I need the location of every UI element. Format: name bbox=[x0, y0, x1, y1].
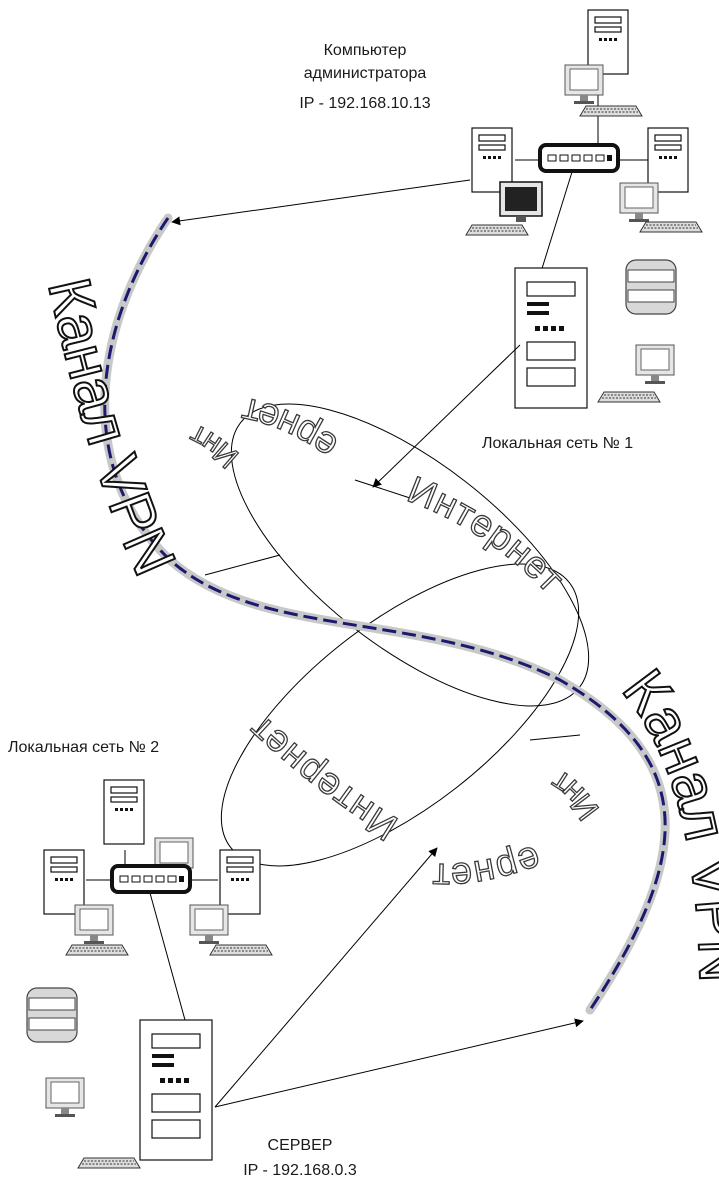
internet-label-top-left: Инт bbox=[184, 417, 245, 474]
keyboard-right bbox=[640, 222, 702, 232]
monitor-lan2-left bbox=[75, 905, 113, 944]
workstation-lan2-top bbox=[104, 780, 144, 844]
admin-title-line2: администратора bbox=[304, 65, 427, 82]
workstation-top bbox=[588, 10, 628, 74]
keyboard-lan2-server bbox=[78, 1158, 140, 1168]
workstation-lan2-left bbox=[44, 850, 84, 914]
internet-label-upper: Интернет bbox=[402, 469, 572, 601]
workstation-right bbox=[648, 128, 688, 192]
server-lan2 bbox=[140, 1020, 212, 1160]
keyboard-lan2-right bbox=[210, 945, 272, 955]
server-label: СЕРВЕР bbox=[268, 1137, 333, 1154]
monitor-right bbox=[620, 183, 658, 222]
storage-lan1 bbox=[626, 260, 676, 314]
switch-lan1 bbox=[540, 145, 618, 171]
internet-label-right: Инт bbox=[543, 763, 605, 827]
keyboard-lan1-server bbox=[598, 392, 660, 402]
monitor-top bbox=[565, 65, 603, 104]
internet-label-top-arc: ернет bbox=[237, 389, 345, 468]
storage-lan2 bbox=[27, 988, 77, 1042]
admin-ip: IP - 192.168.10.13 bbox=[299, 95, 430, 112]
keyboard-lan2-left bbox=[66, 945, 128, 955]
keyboard-top bbox=[580, 106, 642, 116]
monitor-lan2-right bbox=[190, 905, 228, 944]
server-ip: IP - 192.168.0.3 bbox=[243, 1162, 357, 1179]
vpn-label-top: Канал VPN bbox=[15, 267, 208, 588]
internet-label-bottom-arc: ернет bbox=[431, 837, 546, 897]
admin-monitor bbox=[500, 182, 542, 222]
monitor-lan2-server bbox=[46, 1078, 84, 1117]
admin-keyboard bbox=[466, 225, 528, 235]
lan-2 bbox=[27, 780, 272, 1168]
lan1-label: Локальная сеть № 1 bbox=[482, 435, 633, 452]
lan2-label: Локальная сеть № 2 bbox=[8, 739, 159, 756]
switch-lan2 bbox=[112, 866, 190, 892]
monitor-lan1-server bbox=[636, 345, 674, 384]
workstation-lan2-right bbox=[220, 850, 260, 914]
internet-label-lower: Интернет bbox=[240, 707, 405, 848]
lan-1 bbox=[466, 10, 702, 408]
admin-title-line1: Компьютер bbox=[324, 42, 407, 59]
server-lan1 bbox=[515, 268, 587, 408]
